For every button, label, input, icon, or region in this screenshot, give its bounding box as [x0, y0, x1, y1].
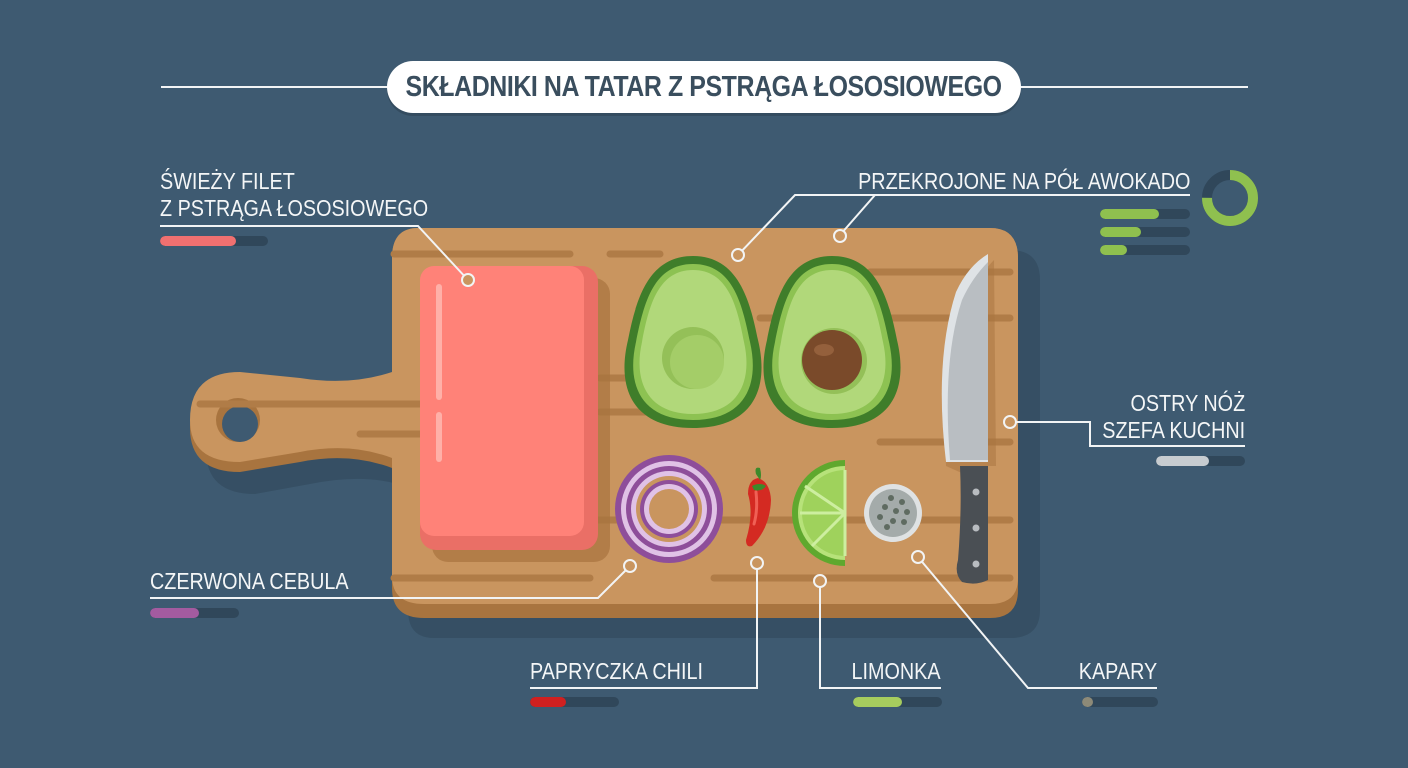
callout-dots	[461, 229, 1017, 588]
page-title: SKŁADNIKI NA TATAR Z PSTRĄGA ŁOSOSIOWEGO	[405, 70, 1003, 103]
title-line-left	[161, 86, 391, 88]
label-onion: CZERWONA CEBULA	[150, 568, 349, 594]
label-trout-line2: Z PSTRĄGA ŁOSOSIOWEGO	[160, 195, 429, 221]
title-banner: SKŁADNIKI NA TATAR Z PSTRĄGA ŁOSOSIOWEGO	[387, 61, 1021, 113]
callout-connectors	[150, 194, 1245, 689]
lime-wedge-icon	[792, 460, 847, 566]
bar-avocado-3	[1100, 245, 1190, 255]
avocado-half-icon	[624, 256, 762, 428]
bar-avocado-1	[1100, 209, 1190, 219]
label-avocado: PRZEKROJONE NA PÓŁ AWOKADO	[857, 168, 1190, 194]
label-knife-line1: OSTRY NÓŻ	[1130, 390, 1245, 416]
bar-knife	[1156, 456, 1245, 466]
avocado-half-with-pit-icon	[763, 256, 901, 428]
bar-capers	[1082, 697, 1158, 707]
bar-trout	[160, 236, 268, 246]
capers-dish-icon	[864, 484, 922, 542]
label-capers: KAPARY	[1078, 658, 1157, 684]
label-lime: LIMONKA	[851, 658, 941, 684]
trout-fillet-icon	[420, 266, 610, 562]
chef-knife-icon	[941, 254, 996, 584]
title-line-right	[1018, 86, 1248, 88]
bar-chili	[530, 697, 619, 707]
bar-lime	[853, 697, 942, 707]
red-onion-icon	[615, 455, 723, 563]
label-chili: PAPRYCZKA CHILI	[530, 658, 703, 684]
donut-chart-icon	[1202, 170, 1258, 226]
label-trout: ŚWIEŻY FILET Z PSTRĄGA ŁOSOSIOWEGO	[160, 168, 428, 222]
bar-onion	[150, 608, 239, 618]
bar-avocado-2	[1100, 227, 1190, 237]
label-knife-line2: SZEFA KUCHNI	[1102, 417, 1245, 443]
label-trout-line1: ŚWIEŻY FILET	[160, 168, 295, 194]
chili-pepper-icon	[746, 467, 771, 547]
label-knife: OSTRY NÓŻ SZEFA KUCHNI	[1102, 390, 1245, 444]
